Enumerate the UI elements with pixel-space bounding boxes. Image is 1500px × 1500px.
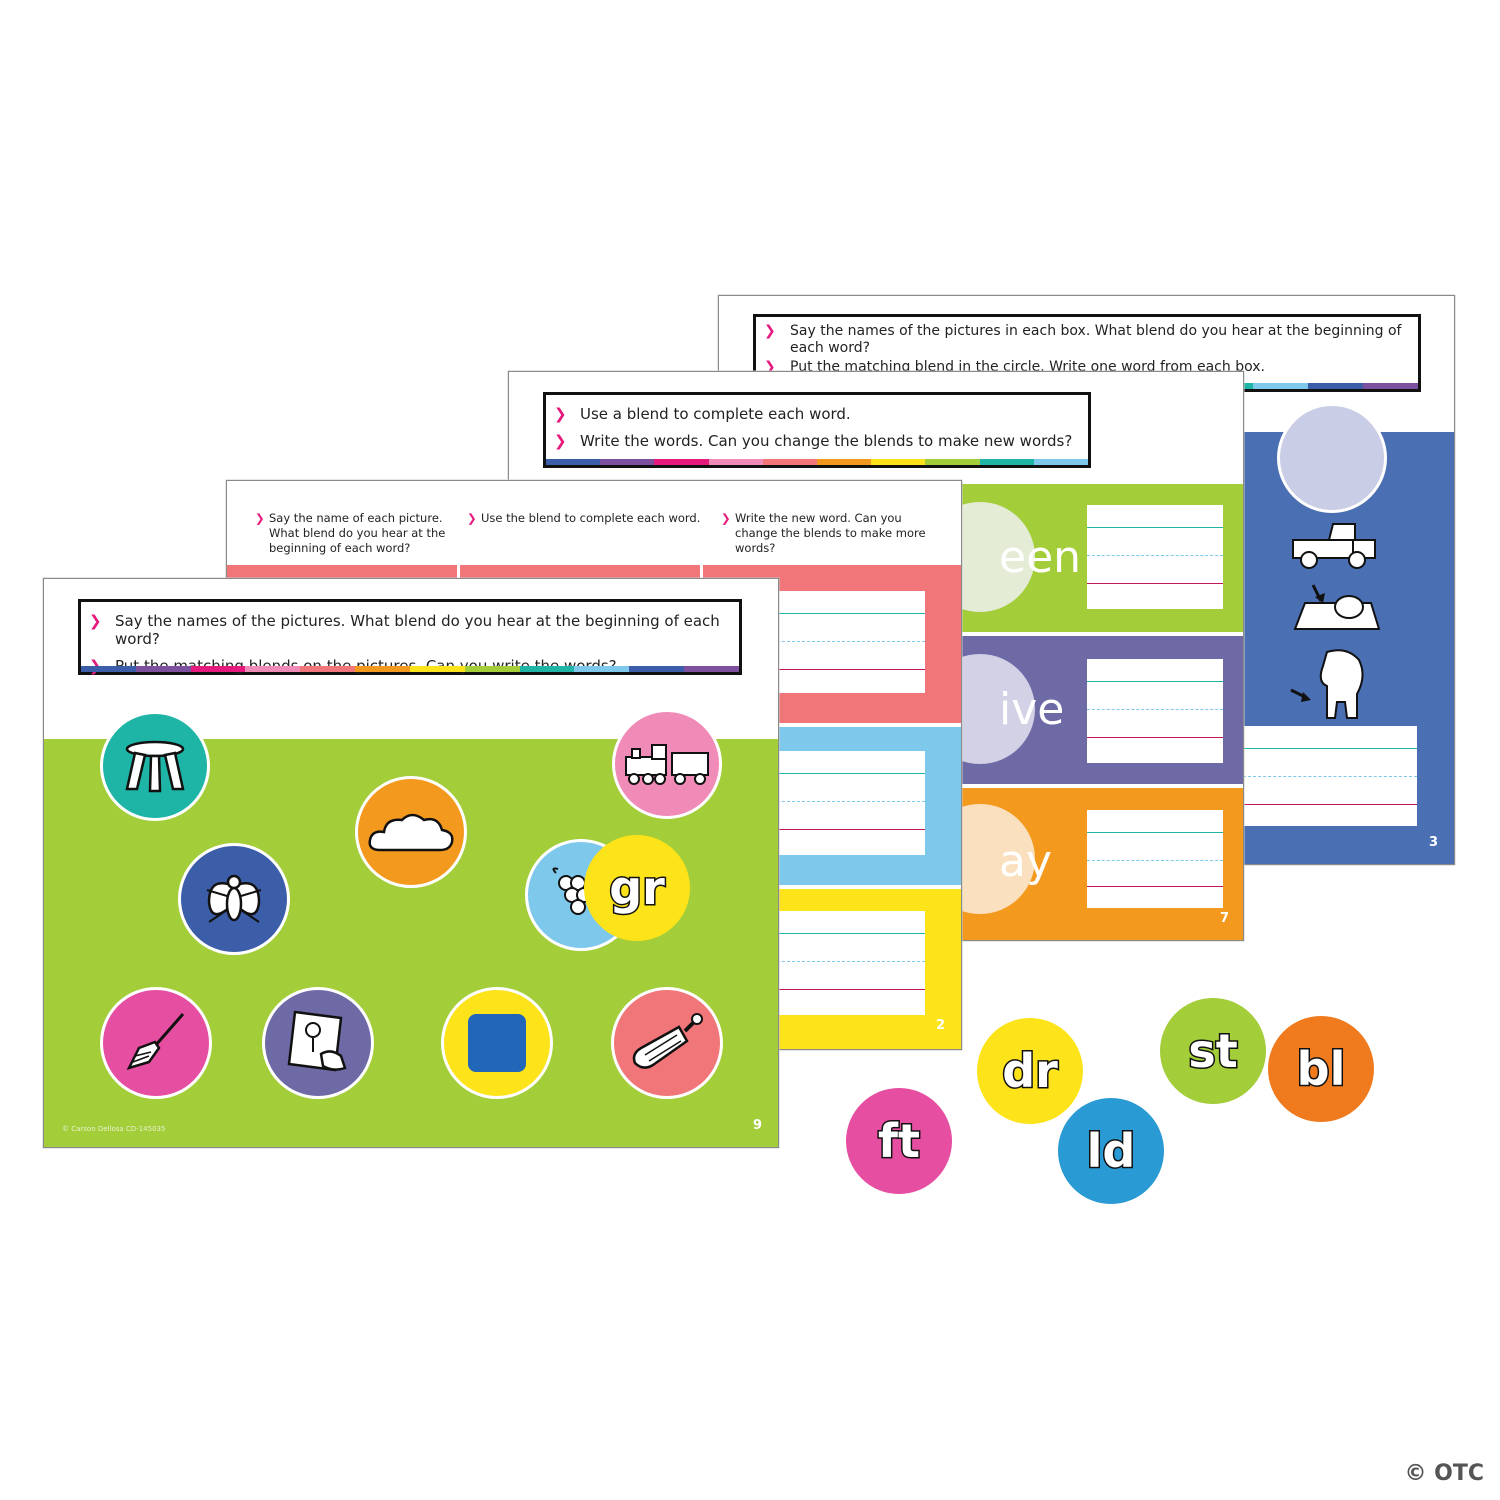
instruction-box: ❯ Use a blend to complete each word. ❯ W…: [543, 392, 1091, 468]
blend-token-gr[interactable]: gr: [584, 835, 690, 941]
watermark: © OTC: [1404, 1461, 1484, 1486]
truck-icon: [1289, 520, 1379, 574]
instruction-text: Say the names of the pictures. What blen…: [115, 612, 720, 648]
worksheet-card-page-9: ❯ Say the names of the pictures. What bl…: [43, 578, 779, 1148]
column-instruction: ❯ Use the blend to complete each word.: [465, 511, 721, 526]
writing-box[interactable]: [1087, 505, 1223, 609]
column-header-strip: [460, 565, 700, 581]
chevron-icon: ❯: [467, 511, 477, 525]
blend-token-st[interactable]: st: [1160, 998, 1266, 1104]
instruction-text: Write the new word. Can you change the b…: [735, 511, 926, 555]
broom-icon: [126, 1013, 185, 1071]
page-number: 9: [752, 1118, 762, 1133]
page-number: 7: [1219, 911, 1229, 926]
writing-box[interactable]: [777, 591, 925, 693]
chevron-icon: ❯: [764, 359, 776, 375]
chevron-icon: ❯: [89, 612, 102, 630]
chevron-icon: ❯: [764, 323, 776, 339]
train-picture[interactable]: [612, 709, 722, 819]
drawing-icon: [287, 1010, 347, 1072]
square-block-icon: [468, 1014, 526, 1072]
elephant-icon: [1287, 646, 1377, 726]
cloud-icon: [368, 813, 454, 852]
instruction-text: Say the name of each picture. What blend…: [269, 511, 446, 555]
chevron-icon: ❯: [255, 511, 265, 525]
word-ending: ay: [999, 836, 1053, 887]
fly-icon: [206, 874, 262, 923]
scoop-icon: [632, 1013, 703, 1069]
instruction-text: Use a blend to complete each word.: [580, 405, 851, 423]
cloud-picture[interactable]: [355, 776, 467, 888]
fly-picture[interactable]: [178, 843, 290, 955]
stool-icon: [125, 740, 185, 793]
writing-box[interactable]: [777, 751, 925, 855]
page-number: 3: [1428, 835, 1438, 850]
tray-teapot-icon: [1291, 581, 1381, 637]
drawing-picture[interactable]: [262, 987, 374, 1099]
writing-box[interactable]: [1243, 726, 1417, 826]
column-instruction: ❯ Say the name of each picture. What ble…: [253, 511, 469, 556]
column-instruction: ❯ Write the new word. Can you change the…: [719, 511, 935, 556]
instruction-text: Write the words. Can you change the blen…: [580, 432, 1073, 450]
page-number: 2: [935, 1018, 945, 1033]
chevron-icon: ❯: [721, 511, 731, 525]
chevron-icon: ❯: [554, 432, 567, 450]
scoop-picture[interactable]: [611, 987, 723, 1099]
rainbow-strip: [81, 666, 739, 672]
writing-box[interactable]: [777, 911, 925, 1015]
blend-token-bl[interactable]: bl: [1268, 1016, 1374, 1122]
blend-circle-slot[interactable]: [1277, 403, 1387, 513]
broom-picture[interactable]: [100, 987, 212, 1099]
instruction-box: ❯ Say the names of the pictures. What bl…: [78, 599, 742, 675]
copyright-text: © Carson Dellosa CD-145035: [62, 1125, 166, 1133]
chevron-icon: ❯: [554, 405, 567, 423]
train-icon: [625, 744, 709, 785]
blend-token-ld[interactable]: ld: [1058, 1098, 1164, 1204]
rainbow-strip: [546, 459, 1089, 465]
instruction-text: Say the names of the pictures in each bo…: [790, 323, 1402, 356]
word-ending: ive: [999, 684, 1065, 735]
writing-box[interactable]: [1087, 659, 1223, 763]
column-header-strip: [227, 565, 457, 581]
blend-token-dr[interactable]: dr: [977, 1018, 1083, 1124]
word-ending: een: [999, 532, 1082, 583]
stool-picture[interactable]: [100, 711, 210, 821]
block-picture[interactable]: [441, 987, 553, 1099]
writing-box[interactable]: [1087, 810, 1223, 908]
blend-token-ft[interactable]: ft: [846, 1088, 952, 1194]
column-header-strip: [703, 565, 961, 581]
instruction-text: Use the blend to complete each word.: [481, 511, 701, 525]
